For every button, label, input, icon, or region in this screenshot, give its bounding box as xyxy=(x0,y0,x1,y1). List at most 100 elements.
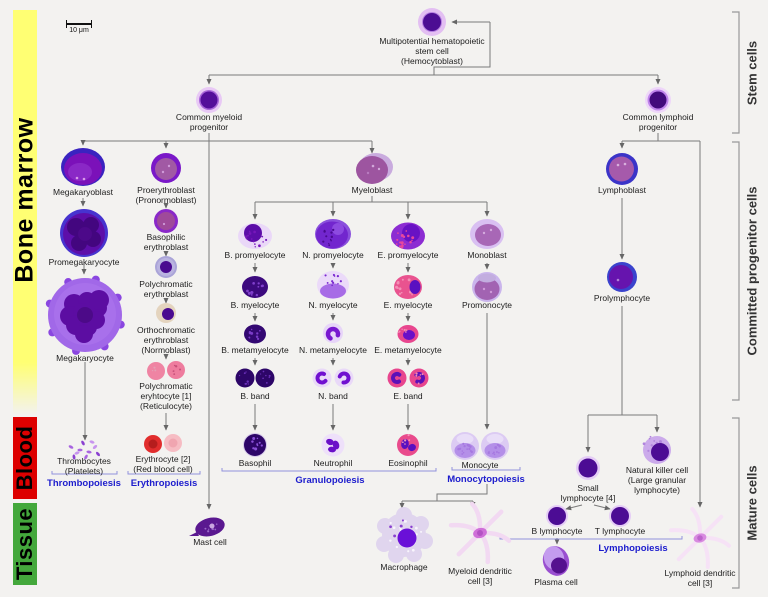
label-line: B lymphocyte xyxy=(531,526,583,536)
cell-mast-cell xyxy=(189,517,225,537)
cell-myeloblast xyxy=(356,153,393,184)
cell-macrophage xyxy=(376,507,433,563)
label-line: cell [3] xyxy=(687,577,713,588)
label-line: erythroblast xyxy=(143,241,189,252)
cell-b-lymphocyte xyxy=(546,505,568,527)
label-line: Myeloblast xyxy=(351,185,393,195)
scale-bar xyxy=(66,20,92,28)
label-line: Neutrophil xyxy=(313,458,353,468)
bone-marrow-label: Bone marrow xyxy=(10,117,39,283)
cell-promegakaryocyte xyxy=(60,209,108,257)
cell-icons xyxy=(45,8,731,576)
label-line: (Reticulocyte) xyxy=(140,400,192,411)
cell-common-lymphoid-progenitor xyxy=(645,87,671,113)
label-monocyte: Monocyte xyxy=(462,460,499,471)
cell-monoblast xyxy=(470,219,504,249)
label-line: Common myeloid xyxy=(175,112,243,122)
granulopoiesis-label: Granulopoiesis xyxy=(295,475,365,486)
cell-n-band xyxy=(312,368,354,388)
cell-e-myelocyte xyxy=(394,275,422,299)
label-plasma-cell: Plasma cell xyxy=(534,577,578,588)
label-line: (Large granular xyxy=(627,474,687,485)
label-e-metamyelocyte: E. metamyelocyte xyxy=(374,345,442,356)
thrombopoiesis-bracket xyxy=(51,471,118,475)
label-n-promyelocyte: N. promyelocyte xyxy=(302,250,364,261)
label-line: N. promyelocyte xyxy=(302,250,364,260)
label-line: T lymphocyte xyxy=(594,526,646,536)
label-b-metamyelocyte: B. metamyelocyte xyxy=(221,345,289,356)
cell-erythrocyte xyxy=(144,434,182,453)
cell-myeloid-dendritic-cell xyxy=(448,501,512,565)
cell-polychromatic-eryhtocyte xyxy=(147,361,185,380)
label-line: progenitor xyxy=(189,121,229,132)
erythropoiesis-bracket xyxy=(127,471,201,475)
cell-orthochromatic-erythroblast xyxy=(156,303,176,323)
label-line: Megakaryoblast xyxy=(52,187,114,197)
label-line: (Hemocytoblast) xyxy=(401,55,463,66)
connector-line xyxy=(436,484,488,501)
cell-basophilic-erythroblast xyxy=(154,209,178,233)
label-monoblast: Monoblast xyxy=(467,250,506,261)
label-line: B. myelocyte xyxy=(230,300,280,310)
bracket-lines xyxy=(51,11,740,589)
tissue-bar xyxy=(13,503,37,585)
label-line: Eosinophil xyxy=(388,458,428,468)
label-line: (Platelets) xyxy=(64,465,104,476)
label-line: (Red blood cell) xyxy=(133,463,193,474)
label-line: Orthochromatic xyxy=(136,325,196,335)
label-proerythroblast: Proerythroblast(Pronormoblast) xyxy=(135,185,197,206)
blood-label: Blood xyxy=(12,425,37,491)
cell-eosinophil xyxy=(397,434,419,456)
cell-common-myeloid-progenitor xyxy=(196,87,222,113)
label-line: Basophil xyxy=(238,458,272,468)
cell-e-promyelocyte xyxy=(391,222,425,250)
cell-lymphoid-dendritic-cell xyxy=(669,507,731,569)
label-line: N. metamyelocyte xyxy=(298,345,368,355)
label-line: erythroblast xyxy=(143,288,189,299)
cell-monocyte xyxy=(451,432,509,460)
cell-hemocytoblast xyxy=(418,8,446,36)
label-line: Lymphoblast xyxy=(598,185,646,195)
cell-basophil xyxy=(243,433,267,457)
label-neutrophil: Neutrophil xyxy=(313,458,353,469)
label-line: Polychromatic xyxy=(139,279,193,289)
label-line: erythroblast xyxy=(143,334,189,345)
blood-bar xyxy=(13,417,37,499)
label-line: Small xyxy=(577,483,599,493)
cell-lymphoblast xyxy=(606,153,638,185)
label-megakaryoblast: Megakaryoblast xyxy=(52,187,114,198)
label-line: Plasma cell xyxy=(534,577,578,587)
label-line: progenitor xyxy=(638,121,678,132)
label-n-myelocyte: N. myelocyte xyxy=(308,300,357,311)
cell-neutrophil xyxy=(321,433,345,457)
label-e-band: E. band xyxy=(393,391,422,402)
cell-prolymphocyte xyxy=(607,262,637,292)
label-line: (Pronormoblast) xyxy=(135,194,197,205)
label-line: B. promyelocyte xyxy=(224,250,286,260)
cell-thrombocytes xyxy=(68,440,100,460)
label-line: Mast cell xyxy=(193,537,227,547)
label-line: Megakaryocyte xyxy=(56,353,114,363)
cell-n-myelocyte xyxy=(317,271,349,299)
label-e-myelocyte: E. myelocyte xyxy=(384,300,433,311)
cell-megakaryoblast xyxy=(61,148,105,186)
label-b-lymphocyte: B lymphocyte xyxy=(531,526,583,537)
label-line: B. metamyelocyte xyxy=(221,345,289,355)
connector-line xyxy=(433,22,491,75)
label-mast-cell: Mast cell xyxy=(193,537,227,548)
label-line: Thrombocytes xyxy=(57,456,111,466)
label-line: E. promyelocyte xyxy=(377,250,439,260)
stem-cells-label: Stem cells xyxy=(744,40,760,105)
label-macrophage: Macrophage xyxy=(380,562,427,573)
label-b-band: B. band xyxy=(240,391,269,402)
monocytopoiesis-bracket xyxy=(451,467,521,471)
label-b-promyelocyte: B. promyelocyte xyxy=(224,250,286,261)
label-thrombocytes: Thrombocytes(Platelets) xyxy=(57,456,111,477)
lymphopoiesis-bracket xyxy=(499,536,683,540)
bone-marrow-bar xyxy=(13,10,37,415)
